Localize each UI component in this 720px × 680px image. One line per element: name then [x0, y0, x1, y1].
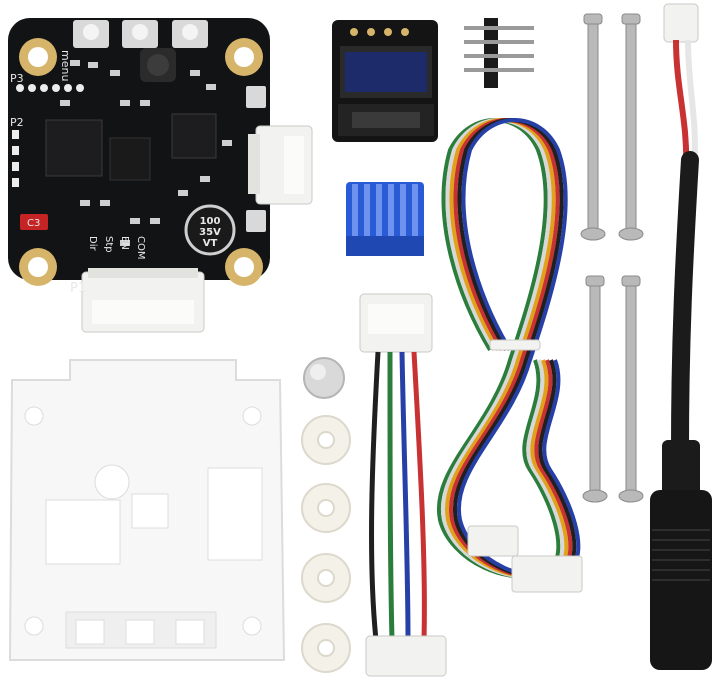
- pin-header: [464, 18, 534, 88]
- short-4-wire-cable: [359, 293, 447, 677]
- p3-header-pads: [16, 84, 84, 92]
- p2-header-pads: [12, 130, 19, 187]
- right-connector: [248, 125, 313, 205]
- label-c3: C3: [27, 218, 40, 229]
- label-p2: P2: [10, 116, 24, 129]
- stepper-driver-board: menu P3 P2 P1 C3 EN Stp Dir COM 100 35V …: [8, 18, 313, 333]
- long-cable-connectors: [467, 339, 583, 593]
- label-p3: P3: [10, 72, 24, 85]
- mosfet: [109, 137, 151, 181]
- label-com: COM: [135, 236, 146, 259]
- cable-wire: [456, 118, 581, 579]
- label-stp: Stp: [103, 236, 114, 253]
- cable-wire: [448, 118, 573, 579]
- c3-component: [20, 214, 48, 230]
- side-button-lower: [246, 210, 266, 232]
- cable-wire: [444, 118, 569, 579]
- mounting-holes: [19, 38, 263, 286]
- screws: [580, 13, 644, 503]
- magnet: [303, 357, 345, 399]
- label-menu: menu: [59, 50, 72, 81]
- label-dir: Dir: [87, 236, 98, 251]
- oled-display-module: [332, 20, 438, 142]
- side-button: [246, 86, 266, 108]
- smd-components: [60, 60, 232, 246]
- push-buttons: [73, 20, 208, 48]
- cable-wire: [440, 118, 565, 579]
- acrylic-case: [8, 359, 286, 661]
- cable-wire: [452, 118, 577, 579]
- driver-chip: [45, 119, 103, 177]
- nylon-washers: [301, 415, 351, 673]
- mcu-chip: [171, 113, 217, 159]
- dc-power-cable: [650, 3, 712, 670]
- label-p1: P1: [70, 281, 86, 296]
- capacitor-label-1: 100: [200, 216, 221, 227]
- long-6-wire-cable: [436, 118, 581, 579]
- bottom-connector: [81, 268, 205, 333]
- cable-wire: [436, 118, 561, 579]
- heatsink: [346, 182, 424, 256]
- capacitor-label-3: VT: [203, 238, 218, 249]
- capacitor-label-2: 35V: [199, 227, 221, 238]
- oled-screen: [345, 52, 427, 92]
- label-en: EN: [119, 236, 130, 250]
- electrolytic-capacitor: [184, 204, 236, 256]
